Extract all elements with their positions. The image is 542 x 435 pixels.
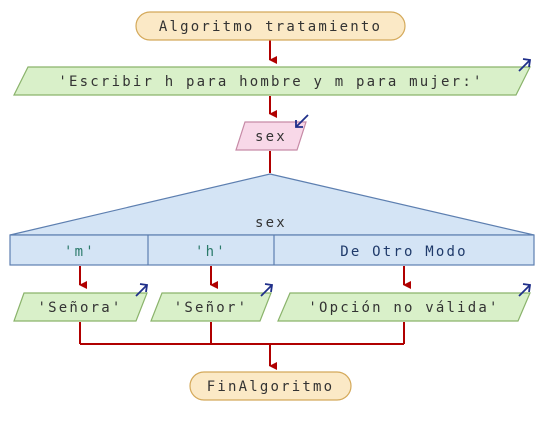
- case-output-m: 'Señora': [13, 283, 149, 322]
- output-prompt-block: 'Escribir h para hombre y m para mujer:': [13, 58, 532, 96]
- output-arrow-icon: [518, 58, 532, 72]
- output-arrow-icon: [135, 283, 149, 297]
- case-label-m: 'm': [64, 244, 96, 260]
- start-terminal: Algoritmo tratamiento: [135, 11, 406, 41]
- start-label: Algoritmo tratamiento: [159, 19, 382, 35]
- switch-block: sex 'm' 'h' De Otro Modo: [9, 173, 535, 266]
- case-output-h-text: 'Señor': [174, 300, 248, 316]
- input-variable-text: sex: [255, 129, 287, 145]
- input-block: sex: [235, 114, 309, 151]
- output-arrow-icon: [518, 283, 532, 297]
- case-label-other: De Otro Modo: [340, 244, 468, 260]
- case-output-m-text: 'Señora': [37, 300, 122, 316]
- end-label: FinAlgoritmo: [207, 379, 335, 395]
- switch-variable-text: sex: [255, 215, 287, 231]
- output-arrow-icon: [260, 283, 274, 297]
- input-arrow-icon: [295, 114, 309, 128]
- case-output-other-text: 'Opción no válida': [308, 300, 499, 316]
- case-output-h: 'Señor': [150, 283, 274, 322]
- output-prompt-text: 'Escribir h para hombre y m para mujer:': [58, 74, 483, 90]
- case-label-h: 'h': [195, 244, 227, 260]
- end-terminal: FinAlgoritmo: [189, 371, 352, 401]
- connectors: [79, 40, 411, 370]
- case-output-other: 'Opción no válida': [277, 283, 532, 322]
